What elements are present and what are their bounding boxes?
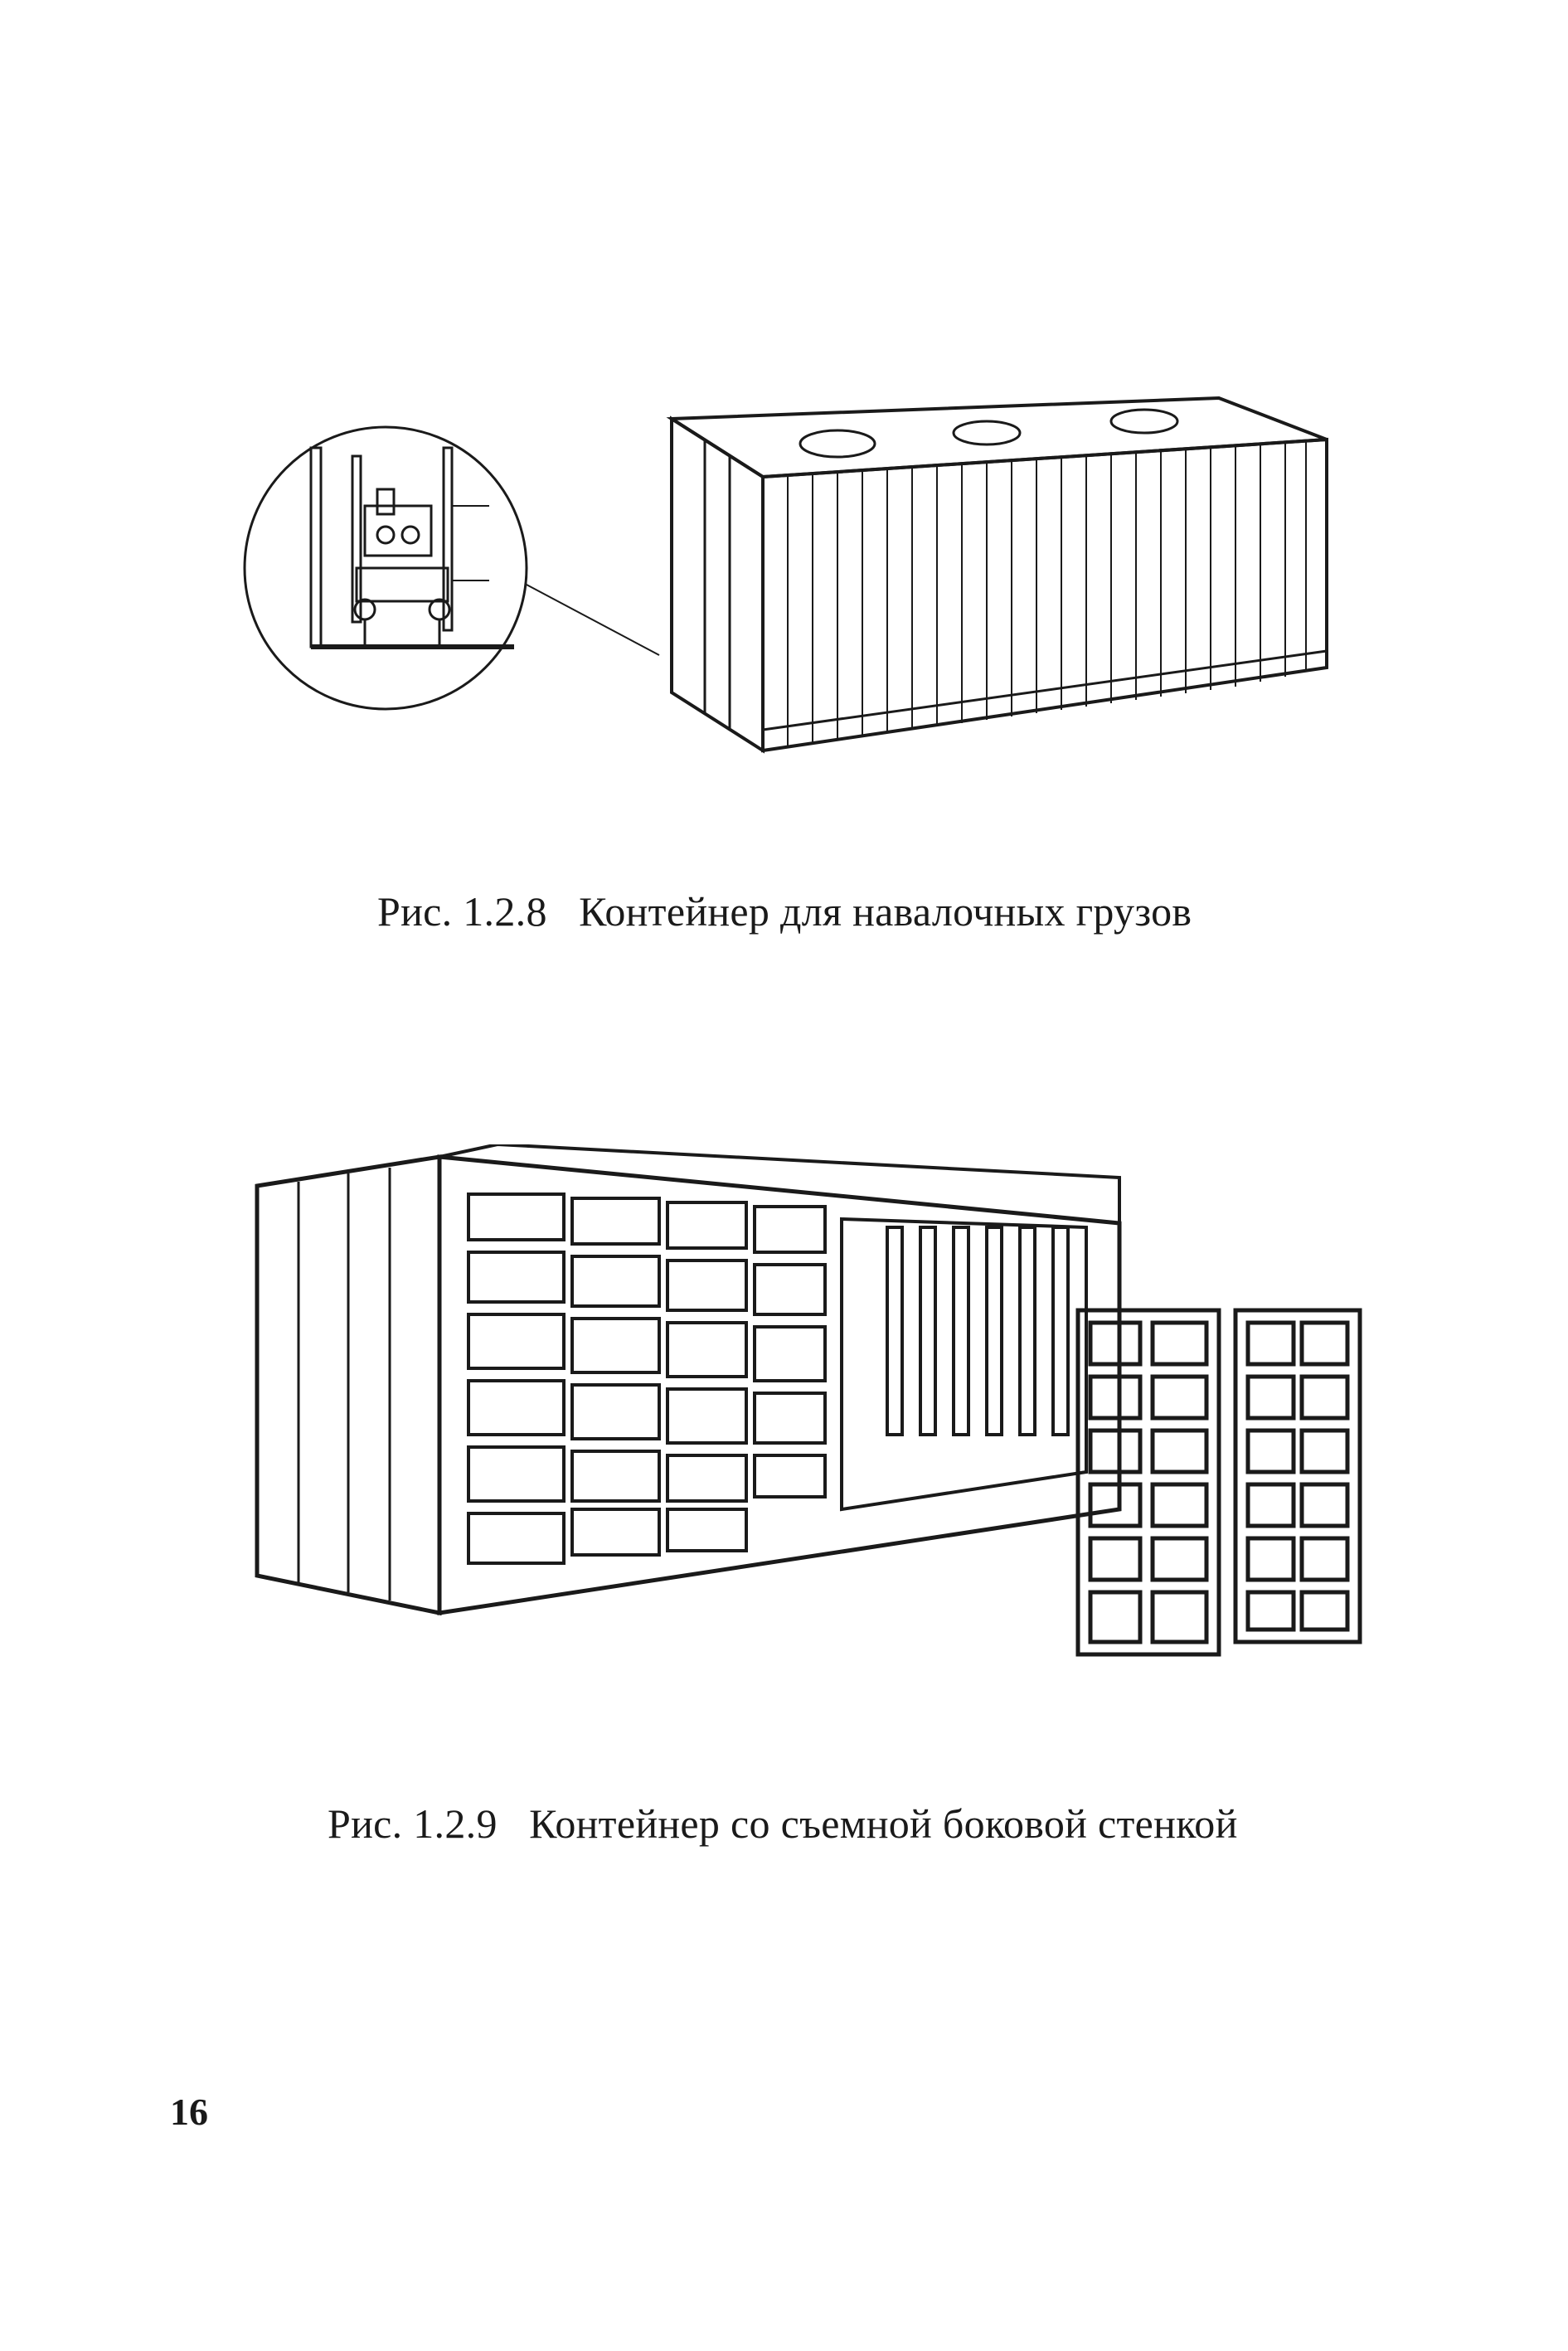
figure-caption-1-2-9: Рис. 1.2.9 Контейнер со съемной боковой …	[328, 1800, 1238, 1847]
removable-side-panel-right	[1233, 1308, 1362, 1644]
valve-detail-inset	[243, 425, 528, 711]
figure-bulk-container	[240, 381, 1335, 780]
removable-side-panel-left	[1075, 1308, 1221, 1657]
leader-line	[526, 584, 660, 656]
figure-side-wall-container	[249, 1144, 1376, 1659]
side-wall-container-drawing	[255, 1144, 1362, 1657]
bulk-container-drawing	[243, 396, 1328, 754]
bulk-container-body	[666, 396, 1328, 754]
side-wall-container-body	[255, 1144, 1122, 1616]
figure-caption-1-2-8: Рис. 1.2.8 Контейнер для навалочных груз…	[377, 888, 1192, 935]
page-number: 16	[170, 2091, 208, 2133]
